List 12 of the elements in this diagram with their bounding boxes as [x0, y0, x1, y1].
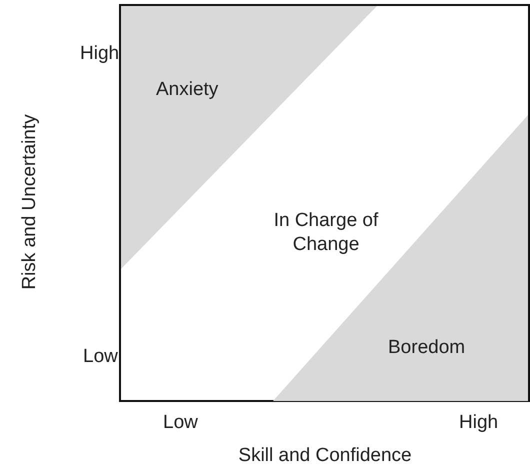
chart-frame [119, 4, 530, 402]
region-label: Boredom [388, 336, 466, 360]
region-label: In Charge of Change [272, 209, 380, 257]
axis-tick-label: Low [163, 411, 198, 435]
shaded-region [121, 6, 377, 269]
shaded-region [273, 115, 528, 401]
axis-title: Risk and Uncertainty [18, 113, 41, 292]
region-label: Anxiety [156, 78, 218, 102]
axis-title: Skill and Confidence [237, 444, 413, 468]
axis-tick-label: Low [83, 345, 118, 369]
axis-tick-label: High [459, 411, 498, 435]
axis-tick-label: High [80, 42, 120, 66]
